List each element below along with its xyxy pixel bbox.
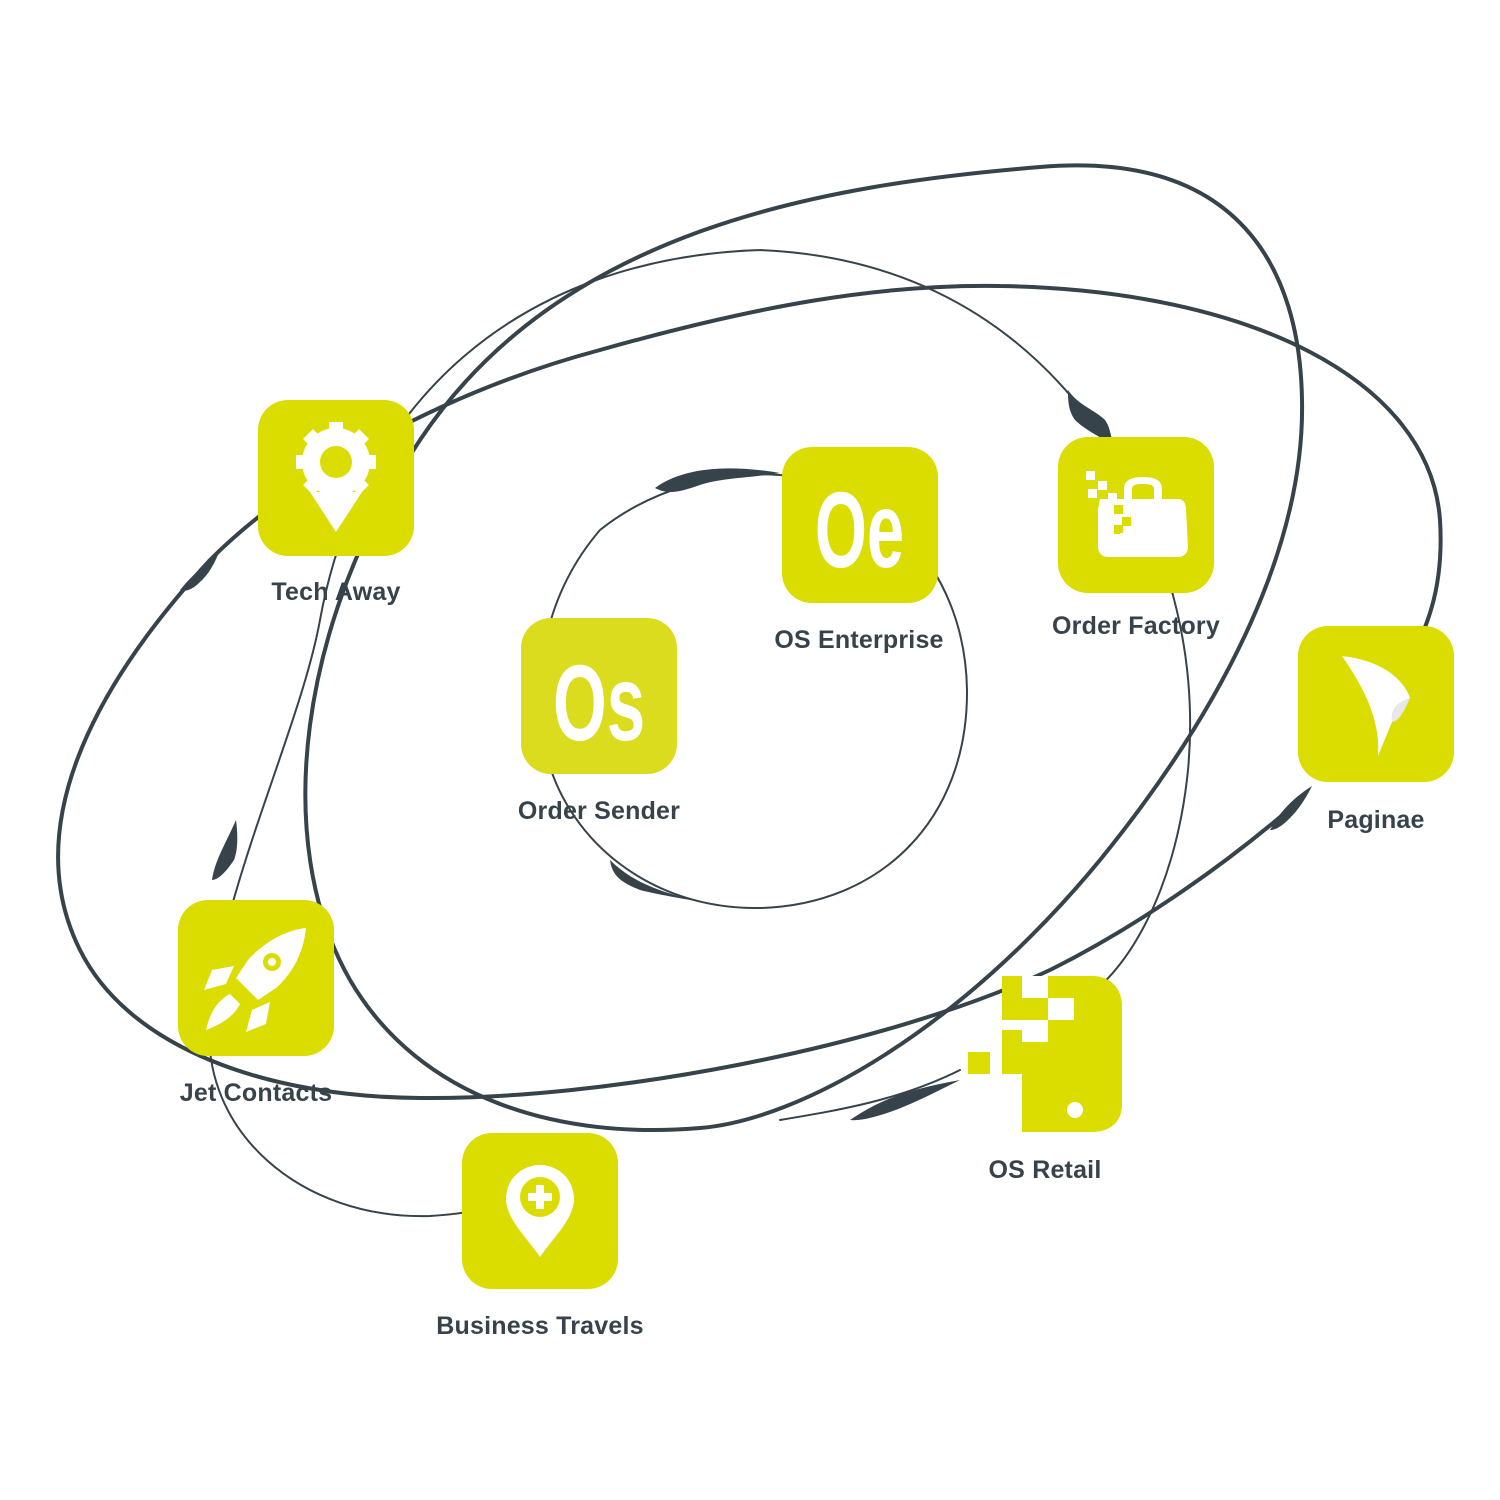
app-order-factory[interactable] [1058, 437, 1214, 593]
app-order-sender[interactable]: Os [521, 618, 677, 774]
gear-map-pin-icon [296, 422, 376, 532]
app-tech-away[interactable] [258, 400, 414, 556]
svg-text:Os: Os [553, 644, 645, 764]
app-os-retail[interactable] [960, 972, 1130, 1140]
orbit-large-tilted [303, 163, 1305, 1132]
paginae-label: Paginae [1327, 806, 1425, 834]
tech-away-tile[interactable] [258, 400, 414, 556]
paginae-tile[interactable] [1298, 626, 1454, 782]
orbit-node [850, 1080, 960, 1121]
orbit-node [610, 860, 720, 905]
os-enterprise-label: OS Enterprise [774, 626, 944, 654]
shopping-bag-icon [1086, 471, 1188, 557]
oe-monogram-icon: Oe [815, 471, 904, 591]
svg-text:Oe: Oe [815, 471, 904, 591]
jet-contacts-tile[interactable] [178, 900, 334, 1056]
order-factory-label: Order Factory [1052, 612, 1220, 640]
order-sender-label: Order Sender [517, 797, 681, 825]
app-business-travels[interactable] [462, 1133, 618, 1289]
tech-away-label: Tech Away [271, 578, 401, 606]
orbit-node [1068, 390, 1115, 445]
orbit-wide [56, 283, 1443, 1101]
orbit-node [212, 820, 238, 880]
pixel-phone-icon [968, 976, 1122, 1132]
orbit-node [655, 468, 780, 492]
order-factory-tile[interactable] [1058, 437, 1214, 593]
rocket-icon [204, 928, 306, 1032]
jet-contacts-label: Jet Contacts [179, 1079, 333, 1107]
business-travels-tile[interactable] [462, 1133, 618, 1289]
app-paginae[interactable] [1298, 626, 1454, 782]
page-curl-icon [1342, 656, 1410, 756]
map-pin-plus-icon [506, 1165, 574, 1257]
os-enterprise-tile[interactable]: Oe [782, 447, 938, 603]
os-monogram-icon: Os [553, 644, 645, 764]
business-travels-label: Business Travels [436, 1312, 644, 1340]
order-sender-tile[interactable]: Os [521, 618, 677, 774]
orbit-node [180, 550, 220, 591]
orbit-inner [538, 473, 969, 910]
app-os-enterprise[interactable]: Oe [782, 447, 938, 603]
app-jet-contacts[interactable] [178, 900, 334, 1056]
os-retail-label: OS Retail [988, 1156, 1102, 1184]
orbit-node [1270, 786, 1312, 830]
